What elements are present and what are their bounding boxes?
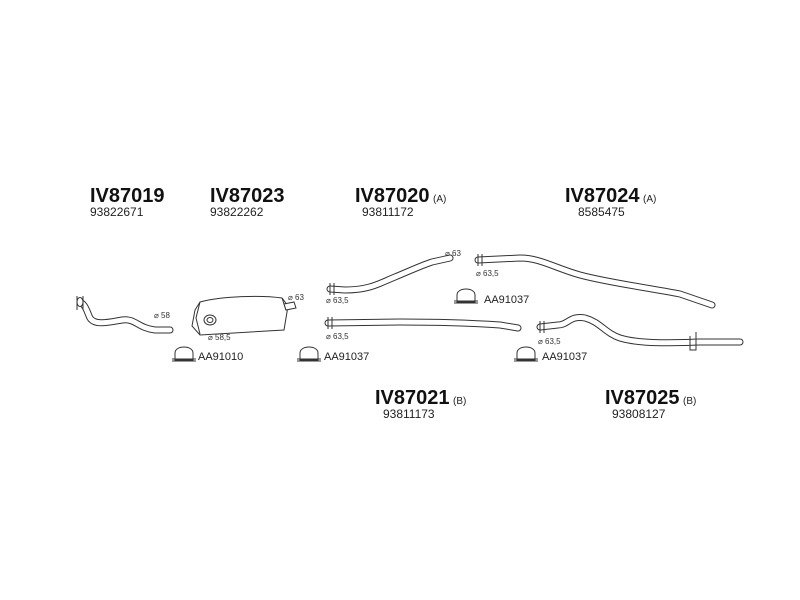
diameter-symbol: ⌀ bbox=[538, 337, 543, 346]
part-suffix: (A) bbox=[433, 194, 446, 205]
diameter-label: ⌀ 63 bbox=[288, 293, 304, 302]
diameter-label: ⌀ 63,5 bbox=[538, 337, 561, 346]
diameter-value: 63,5 bbox=[483, 269, 499, 278]
diameter-symbol: ⌀ bbox=[154, 311, 159, 320]
clamp-icon bbox=[454, 288, 478, 304]
diameter-label: ⌀ 63 bbox=[445, 249, 461, 258]
diameter-value: 63,5 bbox=[545, 337, 561, 346]
pipe-a-drawing[interactable]: ⌀ 63 ⌀ 63,5 bbox=[326, 249, 461, 305]
diameter-label: ⌀ 63,5 bbox=[326, 332, 349, 341]
clamp-code: AA91010 bbox=[198, 351, 243, 363]
clamp-aa91037[interactable]: AA91037 bbox=[454, 288, 529, 306]
part-number: 8585475 bbox=[578, 205, 625, 219]
part-number: 93822671 bbox=[90, 205, 144, 219]
part-code: IV87020 bbox=[355, 185, 430, 207]
diameter-value: 63 bbox=[295, 293, 304, 302]
diameter-value: 63,5 bbox=[333, 332, 349, 341]
part-code: IV87021 bbox=[375, 387, 450, 409]
clamp-aa91037[interactable]: AA91037 bbox=[514, 346, 587, 363]
clamp-code: AA91037 bbox=[324, 351, 369, 363]
clamp-icon bbox=[514, 346, 538, 362]
clamp-aa91010[interactable]: AA91010 bbox=[172, 346, 243, 363]
part-suffix: (B) bbox=[683, 396, 696, 407]
diameter-label: ⌀ 63,5 bbox=[476, 269, 499, 278]
part-label-iv87023[interactable]: IV87023 93822262 bbox=[210, 185, 285, 219]
part-label-iv87020[interactable]: IV87020 (A) 93811172 bbox=[355, 185, 446, 219]
part-code: IV87023 bbox=[210, 185, 285, 207]
diameter-value: 58,5 bbox=[215, 333, 231, 342]
part-suffix: (A) bbox=[643, 194, 656, 205]
part-label-iv87024[interactable]: IV87024 (A) 8585475 bbox=[565, 185, 656, 219]
part-number: 93808127 bbox=[612, 407, 666, 421]
tailpipe-b-drawing[interactable]: ⌀ 63,5 bbox=[536, 313, 744, 351]
pipe-b-drawing[interactable]: ⌀ 63,5 bbox=[324, 317, 522, 341]
part-label-iv87021[interactable]: IV87021 (B) 93811173 bbox=[375, 387, 466, 421]
diameter-label: ⌀ 58 bbox=[154, 311, 170, 320]
part-number: 93811173 bbox=[383, 407, 435, 421]
diameter-symbol: ⌀ bbox=[476, 269, 481, 278]
diameter-label: ⌀ 63,5 bbox=[326, 296, 349, 305]
clamp-code: AA91037 bbox=[484, 294, 529, 306]
diameter-symbol: ⌀ bbox=[445, 249, 450, 258]
clamp-icon bbox=[297, 346, 321, 362]
diameter-value: 63 bbox=[452, 249, 461, 258]
part-code: IV87025 bbox=[605, 387, 680, 409]
part-label-iv87025[interactable]: IV87025 (B) 93808127 bbox=[605, 387, 696, 421]
diameter-value: 63,5 bbox=[333, 296, 349, 305]
tailpipe-a-drawing[interactable]: ⌀ 63,5 bbox=[474, 254, 716, 309]
diameter-label: ⌀ 58,5 bbox=[208, 333, 231, 342]
part-suffix: (B) bbox=[453, 396, 466, 407]
front-pipe-drawing[interactable]: ⌀ 58 bbox=[76, 296, 174, 334]
diameter-symbol: ⌀ bbox=[288, 293, 293, 302]
diameter-value: 58 bbox=[161, 311, 170, 320]
part-label-iv87019[interactable]: IV87019 93822671 bbox=[90, 185, 165, 219]
part-number: 93811172 bbox=[362, 205, 414, 219]
clamp-aa91037[interactable]: AA91037 bbox=[297, 346, 369, 363]
part-code: IV87024 bbox=[565, 185, 640, 207]
diameter-symbol: ⌀ bbox=[208, 333, 213, 342]
clamp-icon bbox=[172, 346, 196, 362]
part-number: 93822262 bbox=[210, 205, 264, 219]
part-code: IV87019 bbox=[90, 185, 165, 207]
muffler-drawing[interactable]: ⌀ 63 ⌀ 58,5 bbox=[191, 293, 304, 342]
clamp-code: AA91037 bbox=[542, 351, 587, 363]
diameter-symbol: ⌀ bbox=[326, 296, 331, 305]
diameter-symbol: ⌀ bbox=[326, 332, 331, 341]
